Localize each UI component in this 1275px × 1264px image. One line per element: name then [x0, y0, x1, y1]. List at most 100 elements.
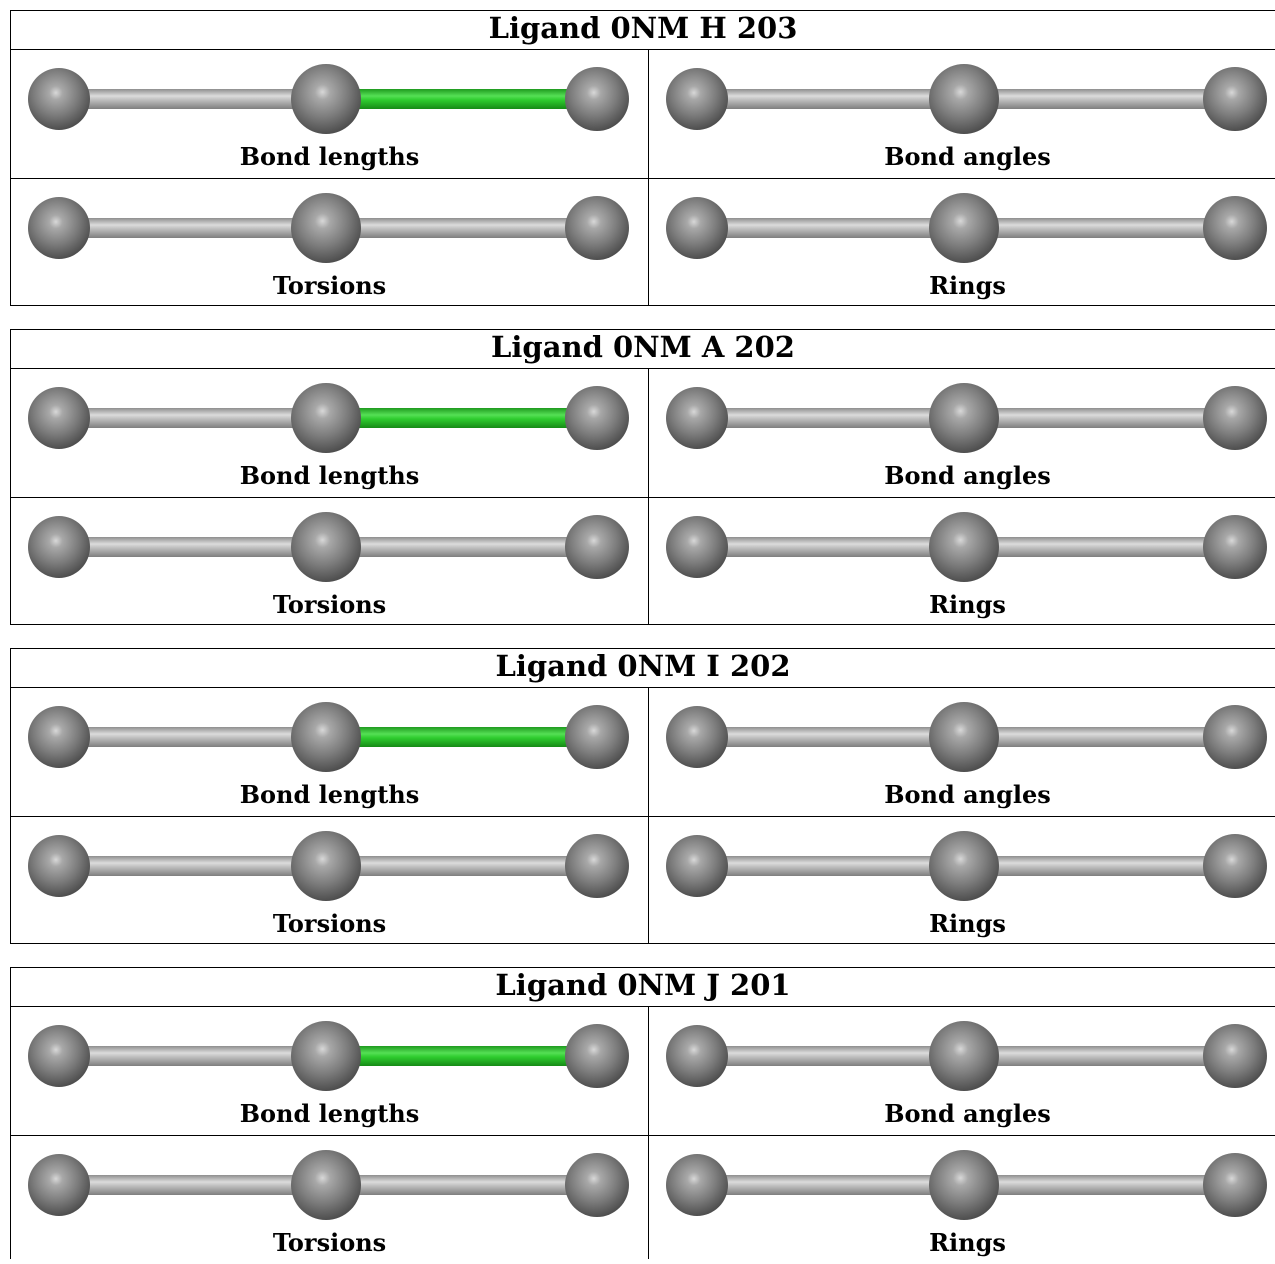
cell-label: Bond angles	[884, 461, 1051, 490]
atom	[929, 1021, 999, 1091]
bond	[964, 1046, 1235, 1066]
molecule-graphic	[666, 64, 1267, 134]
bond	[59, 1175, 326, 1195]
atom	[565, 1153, 629, 1217]
cell-label: Rings	[929, 1228, 1006, 1257]
molecule-graphic	[666, 512, 1267, 582]
cell-label: Bond angles	[884, 780, 1051, 809]
atom	[1203, 515, 1267, 579]
validation-cell-rings: Rings	[649, 1136, 1275, 1264]
validation-cell-torsions: Torsions	[11, 817, 648, 945]
atom	[1203, 196, 1267, 260]
atom	[666, 387, 728, 449]
atom	[666, 197, 728, 259]
cell-label: Bond lengths	[239, 1099, 420, 1128]
divider	[11, 1135, 1275, 1136]
validation-cell-rings: Rings	[649, 498, 1275, 626]
validation-cell-torsions: Torsions	[11, 1136, 648, 1264]
atom	[291, 383, 361, 453]
bond	[326, 218, 597, 238]
atom	[28, 1154, 90, 1216]
divider	[648, 1006, 649, 1259]
atom	[565, 67, 629, 131]
validation-cell-bond-angles: Bond angles	[649, 688, 1275, 816]
bond	[964, 89, 1235, 109]
validation-cell-rings: Rings	[649, 179, 1275, 307]
atom	[929, 64, 999, 134]
molecule-graphic	[666, 1021, 1267, 1091]
atom	[666, 1154, 728, 1216]
molecule-graphic	[666, 1150, 1267, 1220]
molecule-graphic	[666, 193, 1267, 263]
atom	[666, 68, 728, 130]
bond	[697, 1046, 964, 1066]
atom	[929, 193, 999, 263]
atom	[565, 196, 629, 260]
bond	[59, 218, 326, 238]
validation-cell-bond-angles: Bond angles	[649, 50, 1275, 178]
bond	[697, 89, 964, 109]
bond	[964, 727, 1235, 747]
bond	[697, 537, 964, 557]
divider	[648, 687, 649, 943]
cell-label: Bond angles	[884, 1099, 1051, 1128]
cell-label: Torsions	[272, 590, 387, 619]
molecule-graphic	[666, 702, 1267, 772]
divider	[11, 497, 1275, 498]
cell-label: Rings	[929, 909, 1006, 938]
ligand-panel: Ligand 0NM I 202 Bond lengths Bond angle…	[10, 648, 1275, 944]
atom	[565, 834, 629, 898]
atom	[291, 193, 361, 263]
bond	[964, 218, 1235, 238]
atom	[929, 702, 999, 772]
bond	[59, 408, 326, 428]
cell-label: Torsions	[272, 1228, 387, 1257]
validation-cell-bond-lengths: Bond lengths	[11, 50, 648, 178]
atom	[565, 386, 629, 450]
molecule-graphic	[666, 831, 1267, 901]
molecule-graphic	[28, 1150, 629, 1220]
bond	[697, 727, 964, 747]
atom	[929, 383, 999, 453]
cell-label: Bond lengths	[239, 780, 420, 809]
atom	[28, 68, 90, 130]
bond	[964, 856, 1235, 876]
atom	[28, 516, 90, 578]
atom	[1203, 705, 1267, 769]
molecule-graphic	[28, 193, 629, 263]
atom	[291, 64, 361, 134]
bond	[697, 856, 964, 876]
divider	[11, 816, 1275, 817]
atom	[1203, 386, 1267, 450]
highlighted-bond	[326, 1046, 597, 1066]
atom	[565, 515, 629, 579]
molecule-graphic	[28, 383, 629, 453]
validation-cell-bond-lengths: Bond lengths	[11, 369, 648, 497]
molecule-graphic	[28, 1021, 629, 1091]
bond	[326, 1175, 597, 1195]
atom	[28, 1025, 90, 1087]
highlighted-bond	[326, 89, 597, 109]
atom	[1203, 1024, 1267, 1088]
atom	[929, 831, 999, 901]
atom	[666, 1025, 728, 1087]
divider	[11, 687, 1275, 688]
panel-title: Ligand 0NM J 201	[495, 968, 791, 1002]
molecule-graphic	[666, 383, 1267, 453]
validation-cell-bond-angles: Bond angles	[649, 1007, 1275, 1135]
atom	[28, 706, 90, 768]
atom	[291, 831, 361, 901]
atom	[1203, 1153, 1267, 1217]
bond	[59, 89, 326, 109]
validation-cell-bond-lengths: Bond lengths	[11, 688, 648, 816]
atom	[565, 1024, 629, 1088]
atom	[291, 1021, 361, 1091]
molecule-graphic	[28, 831, 629, 901]
cell-label: Rings	[929, 590, 1006, 619]
cell-label: Torsions	[272, 271, 387, 300]
panel-title: Ligand 0NM I 202	[495, 649, 791, 683]
divider	[648, 49, 649, 305]
validation-cell-torsions: Torsions	[11, 498, 648, 626]
divider	[11, 368, 1275, 369]
bond	[697, 218, 964, 238]
